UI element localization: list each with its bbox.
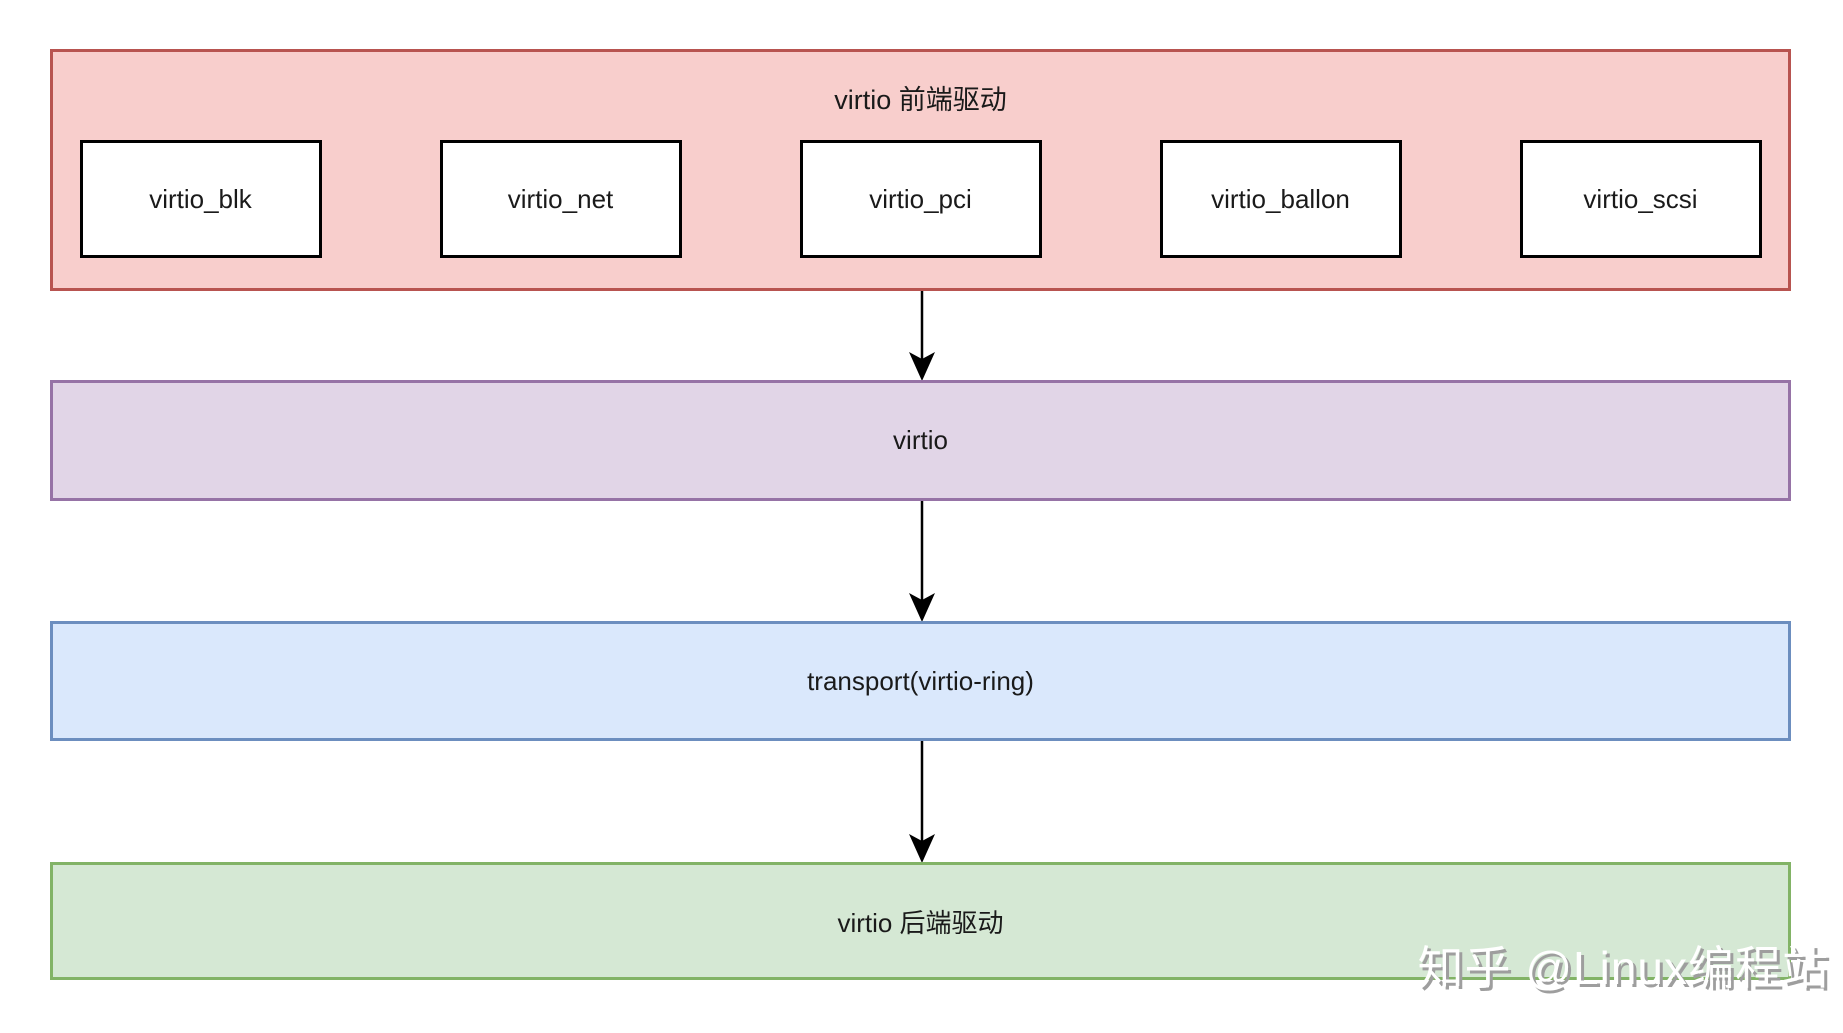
down-arrow-icon: [909, 291, 935, 381]
module-label: virtio_blk: [149, 183, 252, 214]
frontend-modules-row: virtio_blk virtio_net virtio_pci virtio_…: [53, 140, 1788, 258]
zhihu-watermark: 知乎 @Linux编程站: [1417, 942, 1829, 994]
backend-driver-layer: virtio 后端驱动: [50, 862, 1791, 980]
virtio-core-layer: virtio: [50, 380, 1791, 501]
module-label: virtio_net: [507, 183, 614, 214]
transport-layer: transport(virtio-ring): [50, 621, 1791, 741]
frontend-driver-container: virtio 前端驱动 virtio_blk virtio_net virtio…: [50, 49, 1791, 291]
frontend-driver-title: virtio 前端驱动: [834, 85, 1007, 115]
module-box-virtio-pci: virtio_pci: [799, 140, 1042, 258]
module-label: virtio_ballon: [1211, 183, 1350, 214]
down-arrow-icon: [909, 741, 935, 863]
module-box-virtio-net: virtio_net: [439, 140, 682, 258]
module-box-virtio-scsi: virtio_scsi: [1519, 140, 1762, 258]
module-box-virtio-blk: virtio_blk: [79, 140, 322, 258]
transport-label: transport(virtio-ring): [807, 665, 1034, 696]
virtio-core-label: virtio: [893, 425, 948, 455]
module-box-virtio-ballon: virtio_ballon: [1159, 140, 1402, 258]
module-label: virtio_pci: [869, 183, 972, 214]
backend-driver-label: virtio 后端驱动: [837, 907, 1004, 938]
down-arrow-icon: [909, 501, 935, 622]
module-label: virtio_scsi: [1583, 183, 1698, 214]
